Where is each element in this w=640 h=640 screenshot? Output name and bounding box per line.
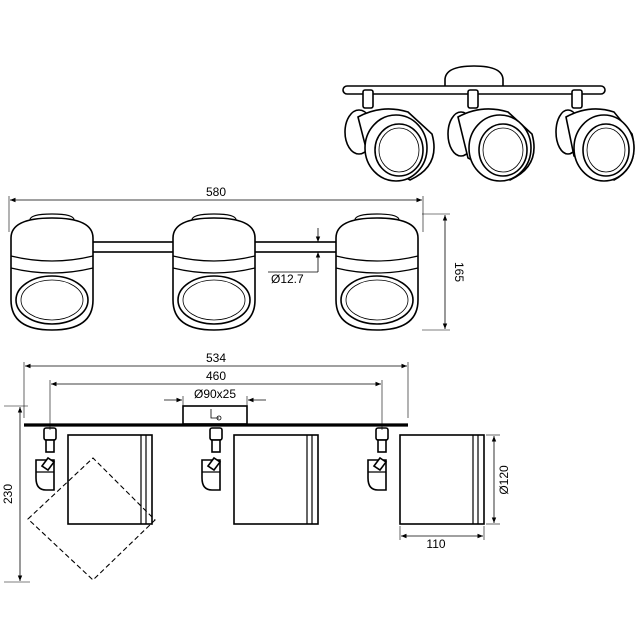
iso-spot-center	[447, 89, 535, 182]
dim-label-165: 165	[452, 262, 466, 282]
dim-side-height: 230	[1, 405, 30, 583]
dim-label-580: 580	[206, 185, 226, 199]
side-spot-center	[201, 427, 319, 525]
dim-bar-diameter: Ø12.7	[268, 228, 322, 286]
side-view: 534 460 Ø90x25 230 Ø120	[1, 351, 511, 583]
dim-label-12-7: Ø12.7	[271, 272, 304, 286]
dim-overall-length: 580	[8, 185, 424, 232]
front-view: 580 Ø12.7 165	[8, 185, 466, 331]
dim-label-460: 460	[206, 369, 226, 383]
dim-label-110: 110	[426, 537, 445, 551]
dim-label-534: 534	[206, 351, 226, 365]
iso-canopy	[444, 65, 504, 89]
dim-label-90x25: Ø90x25	[194, 387, 236, 401]
dim-shade-depth: 110	[399, 526, 485, 551]
isometric-view	[342, 65, 635, 182]
iso-spot-right	[555, 89, 635, 182]
side-spot-right	[367, 427, 485, 525]
dim-front-height: 165	[422, 213, 466, 331]
dim-side-length: 534	[23, 351, 409, 418]
dim-label-120: Ø120	[497, 465, 511, 495]
front-shade-right	[335, 213, 419, 331]
dim-spot-spacing: 460	[49, 369, 383, 430]
dim-shade-diameter: Ø120	[486, 434, 511, 525]
iso-spot-left	[344, 89, 435, 182]
side-canopy	[182, 405, 248, 425]
front-shade-left	[10, 213, 94, 331]
dim-canopy-size: Ø90x25	[164, 387, 266, 406]
side-canopy-screw	[210, 409, 219, 419]
dim-label-230: 230	[1, 484, 15, 504]
side-spot-left	[27, 427, 156, 581]
front-shade-center	[172, 213, 256, 331]
